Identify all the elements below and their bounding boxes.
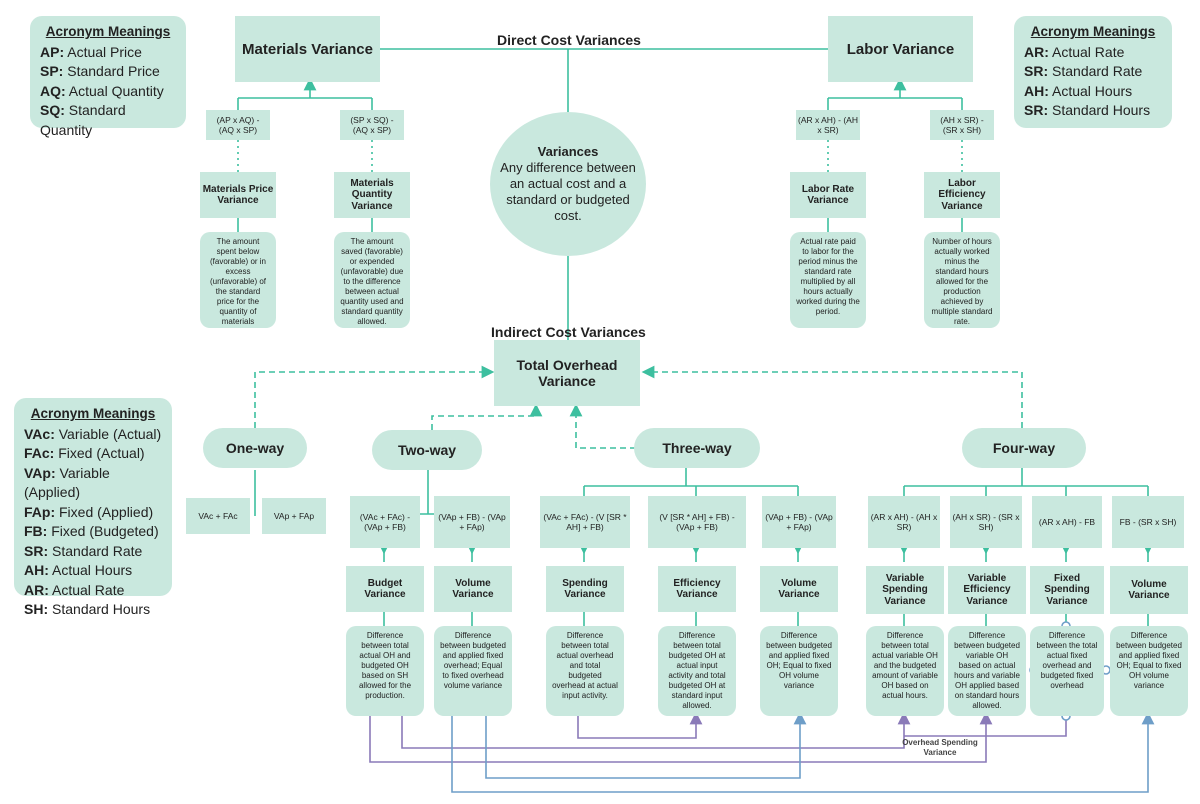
efficiency-formula: (V [SR * AH] + FB) - (VAp + FB) <box>648 496 746 548</box>
materials-quantity-desc: The amount saved (favorable) or expended… <box>334 232 410 328</box>
legend-row: FAp: Fixed (Applied) <box>24 503 154 520</box>
three-way-volume-formula: (VAp + FB) - (VAp + FAp) <box>762 496 836 548</box>
legend-row: AR: Actual Rate <box>24 581 125 598</box>
indirect-cost-header: Indirect Cost Variances <box>491 324 646 340</box>
legend-row: FB: Fixed (Budgeted) <box>24 523 159 539</box>
labor-rate-formula: (AR x AH) - (AH x SR) <box>796 110 860 140</box>
materials-price-formula: (AP x AQ) - (AQ x SP) <box>206 110 270 140</box>
four-way-volume-variance: Volume Variance <box>1110 566 1188 614</box>
blue-volume-link-a <box>451 711 1155 793</box>
three-way-volume-desc: Difference between budgeted and applied … <box>760 626 838 716</box>
labor-variance-node: Labor Variance <box>828 16 973 82</box>
legend-labor-title: Acronym Meanings <box>1030 24 1156 39</box>
labor-rate-variance: Labor Rate Variance <box>790 172 866 218</box>
total-overhead-variance-node: Total Overhead Variance <box>494 340 640 406</box>
four-way-pill: Four-way <box>962 428 1086 468</box>
variable-efficiency-desc: Difference between budgeted variable OH … <box>948 626 1026 716</box>
legend-row: AP: Actual Price <box>40 43 142 60</box>
purple-budget-link <box>401 711 911 749</box>
variances-definition: Any difference between an actual cost an… <box>500 160 636 223</box>
legend-row: VAc: Variable (Actual) <box>24 425 162 442</box>
materials-quantity-formula: (SP x SQ) - (AQ x SP) <box>340 110 404 140</box>
legend-row: SR: Standard Rate <box>24 542 143 559</box>
legend-row: AR: Actual Rate <box>1024 43 1125 60</box>
labor-efficiency-variance: Labor Efficiency Variance <box>924 172 1000 218</box>
three-way-volume-variance: Volume Variance <box>760 566 838 612</box>
two-way-volume-variance: Volume Variance <box>434 566 512 612</box>
blue-volume-link-b <box>485 711 807 779</box>
legend-row: SR: Standard Rate <box>1024 63 1143 79</box>
purple-efficiency-link <box>577 711 703 739</box>
twoway-link <box>431 403 543 430</box>
labor-efficiency-formula: (AH x SR) - (SR x SH) <box>930 110 994 140</box>
legend-row: AQ: Actual Quantity <box>40 82 164 99</box>
legend-materials: Acronym Meanings AP: Actual Price SP: St… <box>30 16 186 138</box>
legend-overhead-title: Acronym Meanings <box>30 406 156 421</box>
three-way-pill: Three-way <box>634 428 760 468</box>
variances-title: Variances <box>537 144 599 159</box>
spending-desc: Difference between total actual overhead… <box>546 626 624 716</box>
legend-row: SP: Standard Price <box>40 63 160 79</box>
two-way-volume-formula: (VAp + FB) - (VAp + FAp) <box>434 496 510 548</box>
four-way-volume-desc: Difference between budgeted and applied … <box>1110 626 1188 716</box>
threeway-link <box>569 403 689 449</box>
labor-rate-desc: Actual rate paid to labor for the period… <box>790 232 866 328</box>
efficiency-variance: Efficiency Variance <box>658 566 736 612</box>
purple-spending-link <box>369 711 993 763</box>
variable-efficiency-variance: Variable Efficiency Variance <box>948 566 1026 614</box>
overhead-spending-note: Overhead Spending Variance <box>902 738 978 757</box>
legend-row: AH: Actual Hours <box>1024 82 1133 99</box>
four-way-volume-formula: FB - (SR x SH) <box>1112 496 1184 548</box>
legend-row: SH: Standard Hours <box>24 601 151 617</box>
fixed-spending-variance: Fixed Spending Variance <box>1030 566 1104 614</box>
spending-variance: Spending Variance <box>546 566 624 612</box>
fixed-spending-formula: (AR x AH) - FB <box>1032 496 1102 548</box>
one-way-left: VAc + FAc <box>186 498 250 534</box>
one-way-pill: One-way <box>203 428 307 468</box>
fourway-spending-bracket <box>904 716 1067 737</box>
two-way-pill: Two-way <box>372 430 482 470</box>
variable-efficiency-formula: (AH x SR) - (SR x SH) <box>950 496 1022 548</box>
variable-spending-variance: Variable Spending Variance <box>866 566 944 614</box>
fixed-spending-desc: Difference between the total actual fixe… <box>1030 626 1104 716</box>
budget-formula: (VAc + FAc) - (VAp + FB) <box>350 496 420 548</box>
variances-circle: Variances Any difference between an actu… <box>490 112 646 256</box>
legend-overhead: Acronym Meanings VAc: Variable (Actual) … <box>14 398 172 617</box>
oneway-link <box>254 365 495 428</box>
spending-formula: (VAc + FAc) - (V [SR * AH] + FB) <box>540 496 630 548</box>
budget-variance: Budget Variance <box>346 566 424 612</box>
variable-spending-desc: Difference between total actual variable… <box>866 626 944 716</box>
materials-variance-node: Materials Variance <box>235 16 380 82</box>
direct-cost-header: Direct Cost Variances <box>497 32 641 48</box>
materials-price-variance: Materials Price Variance <box>200 172 276 218</box>
legend-row: AH: Actual Hours <box>24 562 133 578</box>
efficiency-desc: Difference between total budgeted OH at … <box>658 626 736 716</box>
legend-row: FAc: Fixed (Actual) <box>24 445 145 461</box>
two-way-volume-desc: Difference between budgeted and applied … <box>434 626 512 716</box>
fourway-link <box>641 365 1023 428</box>
materials-price-desc: The amount spent below (favorable) or in… <box>200 232 276 328</box>
legend-row: SQ: Standard Quantity <box>40 102 126 138</box>
labor-efficiency-desc: Number of hours actually worked minus th… <box>924 232 1000 328</box>
budget-desc: Difference between total actual OH and b… <box>346 626 424 716</box>
one-way-right: VAp + FAp <box>262 498 326 534</box>
legend-materials-title: Acronym Meanings <box>45 24 171 39</box>
materials-quantity-variance: Materials Quantity Variance <box>334 172 410 218</box>
legend-labor: Acronym Meanings AR: Actual Rate SR: Sta… <box>1014 16 1172 128</box>
legend-row: SR: Standard Hours <box>1024 102 1151 118</box>
variable-spending-formula: (AR x AH) - (AH x SR) <box>868 496 940 548</box>
legend-row: VAp: Variable (Applied) <box>24 464 110 501</box>
